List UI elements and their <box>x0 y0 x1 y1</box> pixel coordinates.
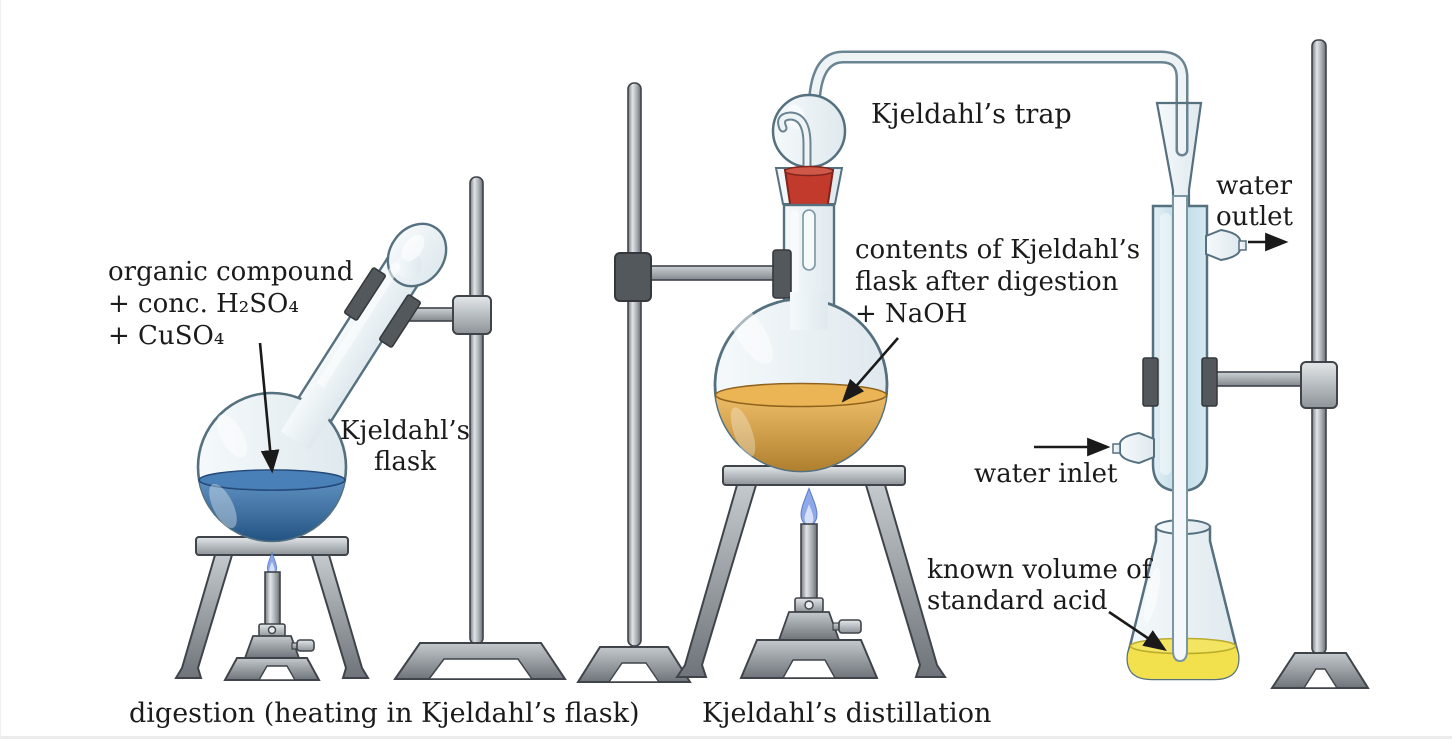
clamp-jaws-left <box>344 267 421 348</box>
reagents-label: organic compound + conc. H₂SO₄ + CuSO₄ <box>108 257 354 351</box>
arrow-flask-contents <box>841 337 899 403</box>
annotation-arrows <box>258 232 1289 651</box>
clamp-jaw-middle <box>772 249 792 299</box>
kjeldahl-flask <box>196 222 448 543</box>
arrow-reagents <box>258 342 280 474</box>
condenser-inner-tube <box>1172 195 1188 663</box>
standard-acid-label: known volume of standard acid <box>927 555 1152 616</box>
clamp-right <box>1210 361 1338 409</box>
water-inlet-nozzle <box>1112 431 1155 465</box>
kjeldahl-flask-label: Kjeldahl’s flask <box>340 416 470 477</box>
digestion-setup <box>174 176 567 681</box>
clamp-middle <box>614 252 780 302</box>
kjeldahl-trap-bulb <box>771 93 847 175</box>
clamp-jaws-right <box>1142 357 1218 407</box>
rubber-stopper <box>783 165 835 211</box>
standard-acid-liquid <box>1127 646 1239 679</box>
distillation-flask <box>713 165 889 473</box>
arrow-standard-acid <box>1108 610 1167 651</box>
tripod-middle <box>675 465 947 678</box>
water-outlet-nozzle <box>1205 228 1247 262</box>
kjeldahl-trap-label: Kjeldahl’s trap <box>871 99 1072 130</box>
water-inlet-label: water inlet <box>974 459 1118 489</box>
retort-stand-left <box>393 176 567 680</box>
digestion-caption: digestion (heating in Kjeldahl’s flask) <box>129 698 640 729</box>
retort-stand-middle <box>576 82 692 683</box>
flask-contents-label: contents of Kjeldahl’s flask after diges… <box>855 235 1141 329</box>
distillation-caption: Kjeldahl’s distillation <box>702 698 992 729</box>
condenser <box>1112 101 1247 663</box>
water-outlet-label: water outlet <box>1216 171 1293 232</box>
delivery-tube <box>807 50 1189 157</box>
bunsen-burner-middle <box>739 487 879 679</box>
retort-stand-right <box>1270 39 1370 689</box>
bunsen-burner-left <box>223 551 321 681</box>
tripod-left <box>174 536 370 679</box>
